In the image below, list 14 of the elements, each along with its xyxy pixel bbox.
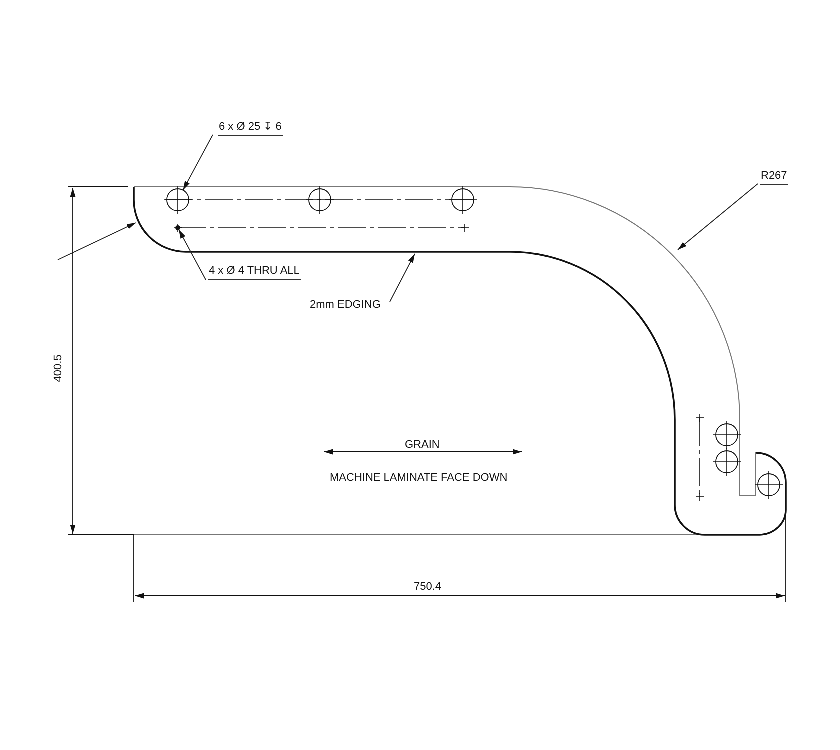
- leader-line: [678, 184, 758, 250]
- callout-text: 6 x Ø 25 ↧ 6: [218, 121, 283, 136]
- leader-line: [178, 229, 206, 280]
- leader-line: [390, 254, 416, 302]
- callout-text: R267: [760, 170, 788, 185]
- grain-note: GRAIN: [405, 439, 440, 452]
- dimension-value: 400.5: [52, 354, 66, 382]
- hole-symbol: [166, 188, 190, 212]
- callout-text: 2mm EDGING: [310, 299, 381, 312]
- dimension-value: 750.4: [414, 581, 442, 594]
- callout-text: 4 x Ø 4 THRU ALL: [208, 265, 301, 280]
- note-text: MACHINE LAMINATE FACE DOWN: [330, 472, 508, 485]
- hole-symbol: [176, 226, 180, 230]
- leader-line: [182, 134, 214, 191]
